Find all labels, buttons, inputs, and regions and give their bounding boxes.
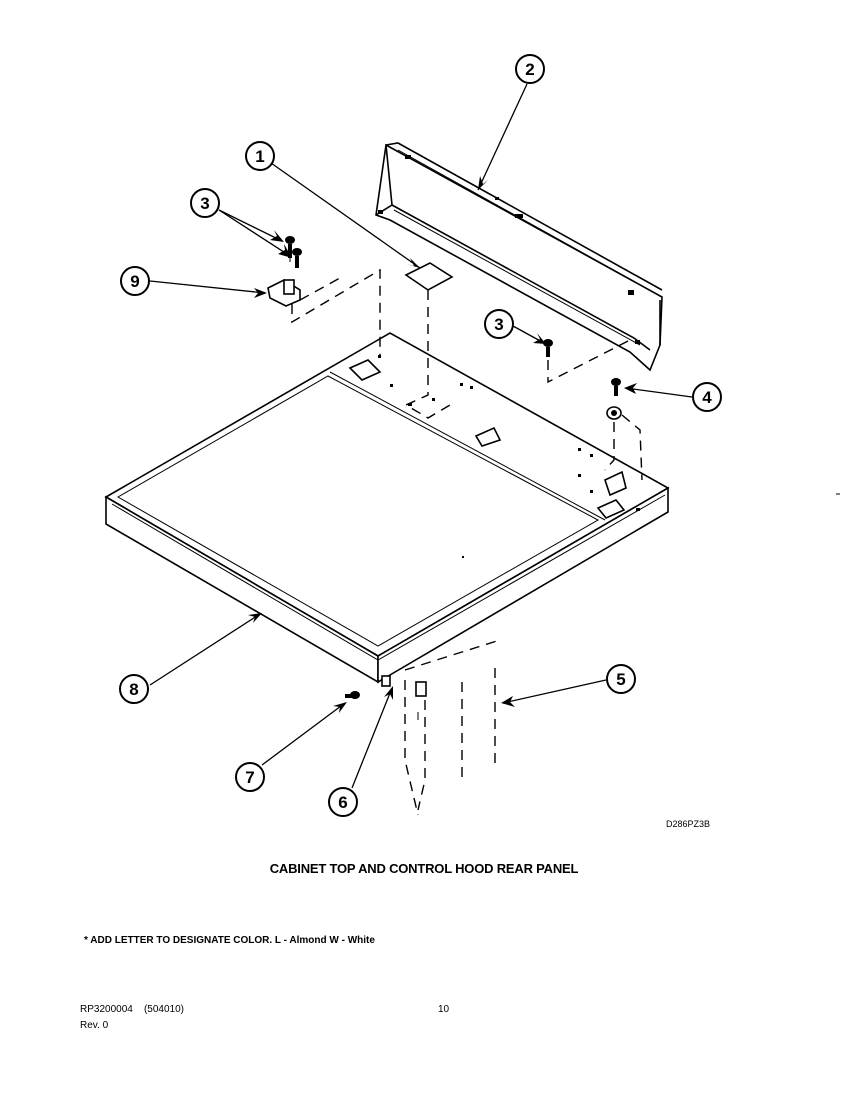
callout-2: 2 <box>515 54 545 84</box>
callout-2-number: 2 <box>525 60 534 79</box>
color-note: * ADD LETTER TO DESIGNATE COLOR. L - Alm… <box>84 935 375 946</box>
screw-right <box>543 339 631 384</box>
control-hood-rear-panel <box>375 142 663 372</box>
cabinet-lower-parts <box>345 639 501 816</box>
callout-7: 7 <box>235 762 265 792</box>
callout-1-number: 1 <box>255 147 264 166</box>
callout-5: 5 <box>606 664 636 694</box>
page-number: 10 <box>438 1004 450 1015</box>
cabinet-top <box>104 332 670 684</box>
bracket-assembly-left <box>267 236 381 355</box>
screw-grommet-right <box>604 378 643 481</box>
callout-6: 6 <box>328 787 358 817</box>
label-part <box>404 262 454 419</box>
revision: Rev. 0 <box>80 1020 109 1031</box>
callout-3-right-number: 3 <box>494 315 503 334</box>
diagram-caption: CABINET TOP AND CONTROL HOOD REAR PANEL <box>269 861 579 876</box>
callout-9-number: 9 <box>130 272 139 291</box>
callout-6-number: 6 <box>338 793 347 812</box>
callout-9: 9 <box>120 266 150 296</box>
callout-3-left: 3 <box>190 188 220 218</box>
callout-1: 1 <box>245 141 275 171</box>
callout-7-number: 7 <box>245 768 254 787</box>
callout-3-left-number: 3 <box>200 194 209 213</box>
callout-8-number: 8 <box>129 680 138 699</box>
doc-code: (504010) <box>143 1004 184 1015</box>
callout-5-number: 5 <box>616 670 625 689</box>
leader-lines <box>149 83 693 789</box>
callout-4-number: 4 <box>702 388 712 407</box>
footer-doc-info: RP3200004 (504010) <box>80 1004 184 1015</box>
drawing-code: D286PZ3B <box>666 819 711 829</box>
callout-3-right: 3 <box>484 309 514 339</box>
doc-number: RP3200004 <box>80 1004 133 1015</box>
callout-8: 8 <box>119 674 149 704</box>
callout-4: 4 <box>692 382 722 412</box>
